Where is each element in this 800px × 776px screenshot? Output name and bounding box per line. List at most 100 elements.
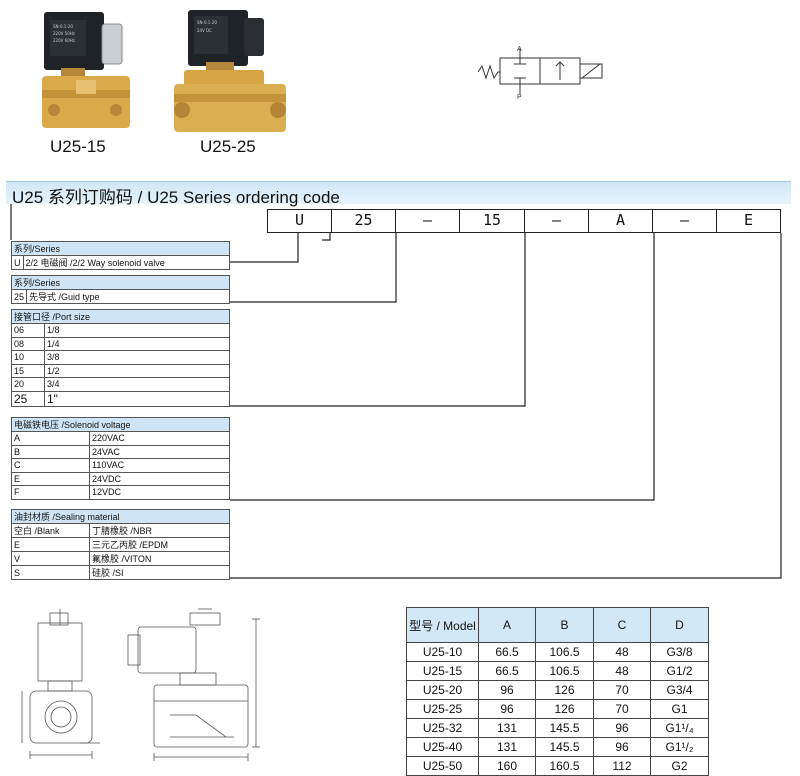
series-code: U <box>11 255 24 270</box>
svg-text:SN-0.1-20: SN-0.1-20 <box>53 24 73 29</box>
dims-b: 106.5 <box>535 661 594 681</box>
dims-model: U25-40 <box>406 737 479 757</box>
code-box-seal: E <box>716 209 781 233</box>
voltage-code: B <box>11 444 90 459</box>
svg-text:220V 50Hz: 220V 50Hz <box>53 31 75 36</box>
dims-header-d: D <box>650 607 709 643</box>
dims-d: G1/2 <box>650 661 709 681</box>
dims-c: 112 <box>593 756 651 776</box>
dims-d: G3/8 <box>650 642 709 662</box>
product-photo-u25-25: SN-0.1-20 24V DC <box>170 6 290 134</box>
series-desc: 2/2 电磁阀 /2/2 Way solenoid valve <box>22 255 230 270</box>
dims-d: G1¹/₂ <box>650 737 709 757</box>
dims-c: 48 <box>593 661 651 681</box>
code-box-port: 15 <box>459 209 525 233</box>
dims-a: 66.5 <box>478 642 536 662</box>
product-label-1: U25-15 <box>50 137 106 156</box>
voltage-value: 12VDC <box>89 485 230 500</box>
seal-code: E <box>11 537 90 552</box>
dims-c: 96 <box>593 718 651 738</box>
dims-c: 70 <box>593 699 651 719</box>
dims-a: 96 <box>478 699 536 719</box>
dims-a: 160 <box>478 756 536 776</box>
dims-model: U25-20 <box>406 680 479 700</box>
product-photo-u25-15: SN-0.1-20 220V 50Hz 220V 60Hz <box>36 10 136 130</box>
code-box-type: 25 <box>331 209 396 233</box>
dimension-drawing <box>20 605 270 770</box>
svg-text:SN-0.1-20: SN-0.1-20 <box>197 20 217 25</box>
seal-code: 空白 /Blank <box>11 523 90 538</box>
seal-code: S <box>11 565 90 580</box>
dims-a: 131 <box>478 718 536 738</box>
dims-a: 66.5 <box>478 661 536 681</box>
port-code: 10 <box>11 350 45 365</box>
dims-header-model: 型号 / Model <box>406 607 479 643</box>
voltage-value: 24VAC <box>89 444 230 459</box>
dims-c: 48 <box>593 642 651 662</box>
dims-b: 106.5 <box>535 642 594 662</box>
voltage-value: 110VAC <box>89 458 230 473</box>
seal-material: 三元乙丙胶 /EPDM <box>89 537 230 552</box>
port-code: 25 <box>11 390 45 407</box>
port-code: 15 <box>11 363 45 378</box>
code-box-dash-1: – <box>395 209 460 233</box>
dims-d: G3/4 <box>650 680 709 700</box>
port-size: 3/4 <box>44 377 230 392</box>
dims-model: U25-15 <box>406 661 479 681</box>
voltage-code: A <box>11 431 90 446</box>
dims-model: U25-25 <box>406 699 479 719</box>
dims-c: 96 <box>593 737 651 757</box>
dims-b: 145.5 <box>535 737 594 757</box>
series-table-title: 系列/Series <box>11 241 230 256</box>
port-code: 06 <box>11 323 45 338</box>
voltage-code: E <box>11 471 90 486</box>
dims-d: G1 <box>650 699 709 719</box>
seal-material: 氟橡胶 /VITON <box>89 551 230 566</box>
code-box-dash-3: – <box>652 209 717 233</box>
dims-a: 96 <box>478 680 536 700</box>
svg-text:24V DC: 24V DC <box>197 28 212 33</box>
port-size: 3/8 <box>44 350 230 365</box>
port-code: 20 <box>11 377 45 392</box>
dims-header-a: A <box>478 607 536 643</box>
seal-title: 油封材质 /Sealing material <box>11 509 230 524</box>
port-size: 1/2 <box>44 363 230 378</box>
code-box-dash-2: – <box>524 209 589 233</box>
dims-header-b: B <box>535 607 594 643</box>
dims-b: 126 <box>535 680 594 700</box>
port-size: 1" <box>44 390 230 407</box>
dims-c: 70 <box>593 680 651 700</box>
voltage-title: 电磁铁电压 /Solenoid voltage <box>11 417 230 432</box>
dims-b: 160.5 <box>535 756 594 776</box>
port-a-label: A <box>517 46 522 53</box>
voltage-value: 24VDC <box>89 471 230 486</box>
dims-b: 145.5 <box>535 718 594 738</box>
port-size-title: 接管口径 /Port size <box>11 309 230 324</box>
voltage-code: C <box>11 458 90 473</box>
type-desc: 先导式 /Guid type <box>26 289 230 304</box>
seal-code: V <box>11 551 90 566</box>
port-code: 08 <box>11 336 45 351</box>
dims-header-c: C <box>593 607 651 643</box>
product-label-2: U25-25 <box>200 137 256 156</box>
dims-d: G2 <box>650 756 709 776</box>
seal-material: 丁腈橡胶 /NBR <box>89 523 230 538</box>
port-p-label: P <box>517 94 522 100</box>
type-code: 25 <box>10 289 28 304</box>
dims-model: U25-50 <box>406 756 479 776</box>
type-table-title: 系列/Series <box>11 275 230 290</box>
voltage-value: 220VAC <box>89 431 230 446</box>
seal-material: 硅胶 /SI <box>89 565 230 580</box>
port-size: 1/4 <box>44 336 230 351</box>
